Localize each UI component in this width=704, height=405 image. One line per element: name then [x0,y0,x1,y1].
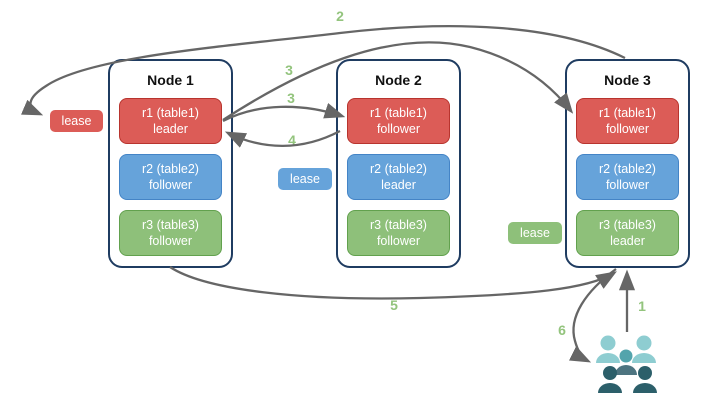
step-label-3b: 3 [287,90,295,106]
step-label-1: 1 [638,298,646,314]
lease-badge-table3: lease [508,222,562,244]
replica-role: leader [381,178,416,192]
replica-name: r3 (table3) [370,218,427,232]
replica-role: follower [605,122,650,136]
node-1: Node 1 r1 (table1) leader r2 (table2) fo… [108,59,233,268]
replica-role: follower [148,178,193,192]
step-label-2: 2 [336,8,344,24]
replica-name: r2 (table2) [142,162,199,176]
replica-name: r3 (table3) [599,218,656,232]
replica-role: leader [153,122,188,136]
users-group-icon [596,335,657,393]
node-1-replica-r1: r1 (table1) leader [119,98,222,144]
step-label-4: 4 [288,132,296,148]
node-3-title: Node 3 [604,72,651,88]
replica-role: leader [610,234,645,248]
lease-badge-table2: lease [278,168,332,190]
replica-role: follower [148,234,193,248]
node-2-title: Node 2 [375,72,422,88]
node-1-title: Node 1 [147,72,194,88]
node-1-replica-r3: r3 (table3) follower [119,210,222,256]
arrow-step-3-to-node2 [222,103,346,123]
replica-name: r1 (table1) [370,106,427,120]
node-1-replica-r2: r2 (table2) follower [119,154,222,200]
step-label-5: 5 [390,297,398,313]
arrow-step-4 [224,129,341,148]
replica-role: follower [376,234,421,248]
step-label-3a: 3 [285,62,293,78]
replica-name: r2 (table2) [370,162,427,176]
node-2-replica-r3: r3 (table3) follower [347,210,450,256]
replica-role: follower [605,178,650,192]
replica-name: r1 (table1) [142,106,199,120]
node-2-replica-r1: r1 (table1) follower [347,98,450,144]
lease-badge-table1: lease [50,110,103,132]
node-3-replica-r2: r2 (table2) follower [576,154,679,200]
node-3-replica-r1: r1 (table1) follower [576,98,679,144]
node-3: Node 3 r1 (table1) follower r2 (table2) … [565,59,690,268]
replica-role: follower [376,122,421,136]
node-2: Node 2 r1 (table1) follower r2 (table2) … [336,59,461,268]
arrow-step-5 [169,266,617,300]
replica-name: r2 (table2) [599,162,656,176]
node-3-replica-r3: r3 (table3) leader [576,210,679,256]
node-2-replica-r2: r2 (table2) leader [347,154,450,200]
replica-name: r1 (table1) [599,106,656,120]
replica-name: r3 (table3) [142,218,199,232]
step-label-6: 6 [558,322,566,338]
